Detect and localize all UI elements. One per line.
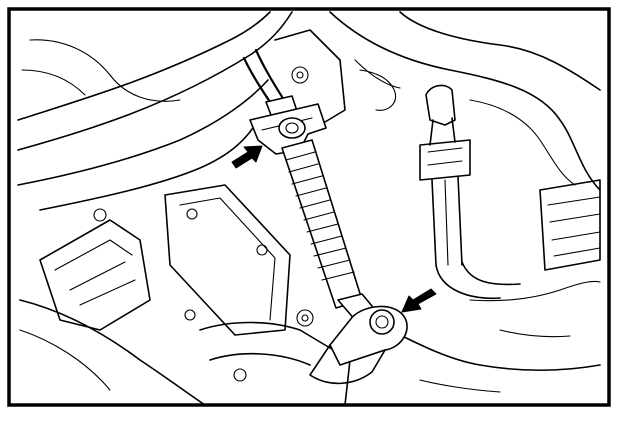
fuel-hose-connector — [419, 84, 521, 300]
engine-bay-background — [17, 11, 601, 406]
shift-control-cable — [242, 48, 408, 385]
cable-end-bolt-arrow — [401, 288, 437, 313]
bracket-clip-arrow — [231, 145, 263, 169]
